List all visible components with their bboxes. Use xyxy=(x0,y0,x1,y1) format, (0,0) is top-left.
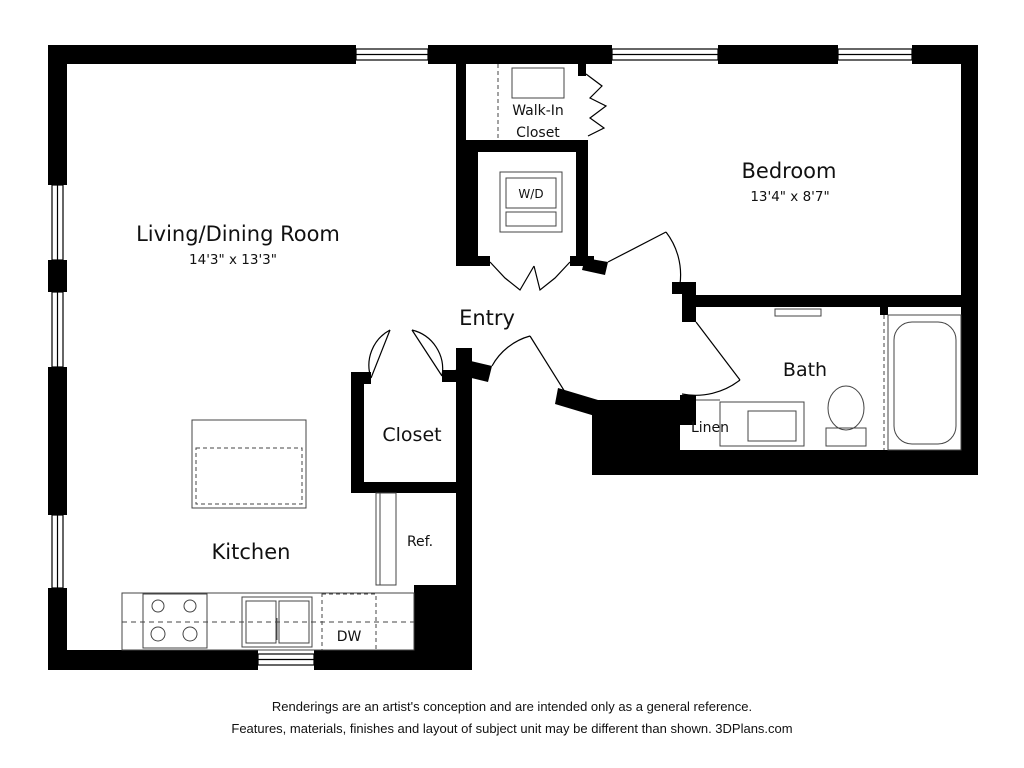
dishwasher xyxy=(321,593,377,651)
washer-dryer-unit xyxy=(499,171,563,233)
walk-in-closet-label-line1: Walk-In xyxy=(512,103,564,119)
refrigerator-label: Ref. xyxy=(407,534,433,550)
room-labels: Living/Dining Room 14'3" x 13'3" Bedroom… xyxy=(136,103,836,564)
bath-vanity xyxy=(719,401,805,447)
bedroom-dimensions: 13'4" x 8'7" xyxy=(750,189,829,205)
exterior-walls xyxy=(48,45,978,670)
walk-in-closet-label-line2: Closet xyxy=(516,125,560,141)
fixture-labels: W/D Ref. DW Linen xyxy=(337,187,729,645)
entry-label: Entry xyxy=(459,306,515,330)
stove xyxy=(142,593,208,649)
closet-label: Closet xyxy=(382,424,441,446)
kitchen-island xyxy=(191,419,307,509)
bedroom-label: Bedroom xyxy=(742,159,837,183)
linen-label: Linen xyxy=(691,420,729,436)
windows xyxy=(51,48,913,666)
kitchen-label: Kitchen xyxy=(212,540,291,564)
toilet xyxy=(827,385,865,431)
disclaimer-line-1: Renderings are an artist's conception an… xyxy=(271,699,753,714)
disclaimer-line-2: Features, materials, finishes and layout… xyxy=(231,721,793,736)
washer-dryer-label: W/D xyxy=(518,187,543,201)
interior-walls xyxy=(351,64,961,493)
doors xyxy=(368,73,741,396)
bath-label: Bath xyxy=(783,359,827,381)
living-room-label: Living/Dining Room xyxy=(136,222,340,246)
fixtures xyxy=(121,64,962,651)
kitchen-sink xyxy=(241,596,313,648)
bathtub xyxy=(887,314,962,451)
living-room-dimensions: 14'3" x 13'3" xyxy=(189,252,277,268)
dishwasher-label: DW xyxy=(337,629,362,645)
refrigerator xyxy=(375,492,397,586)
